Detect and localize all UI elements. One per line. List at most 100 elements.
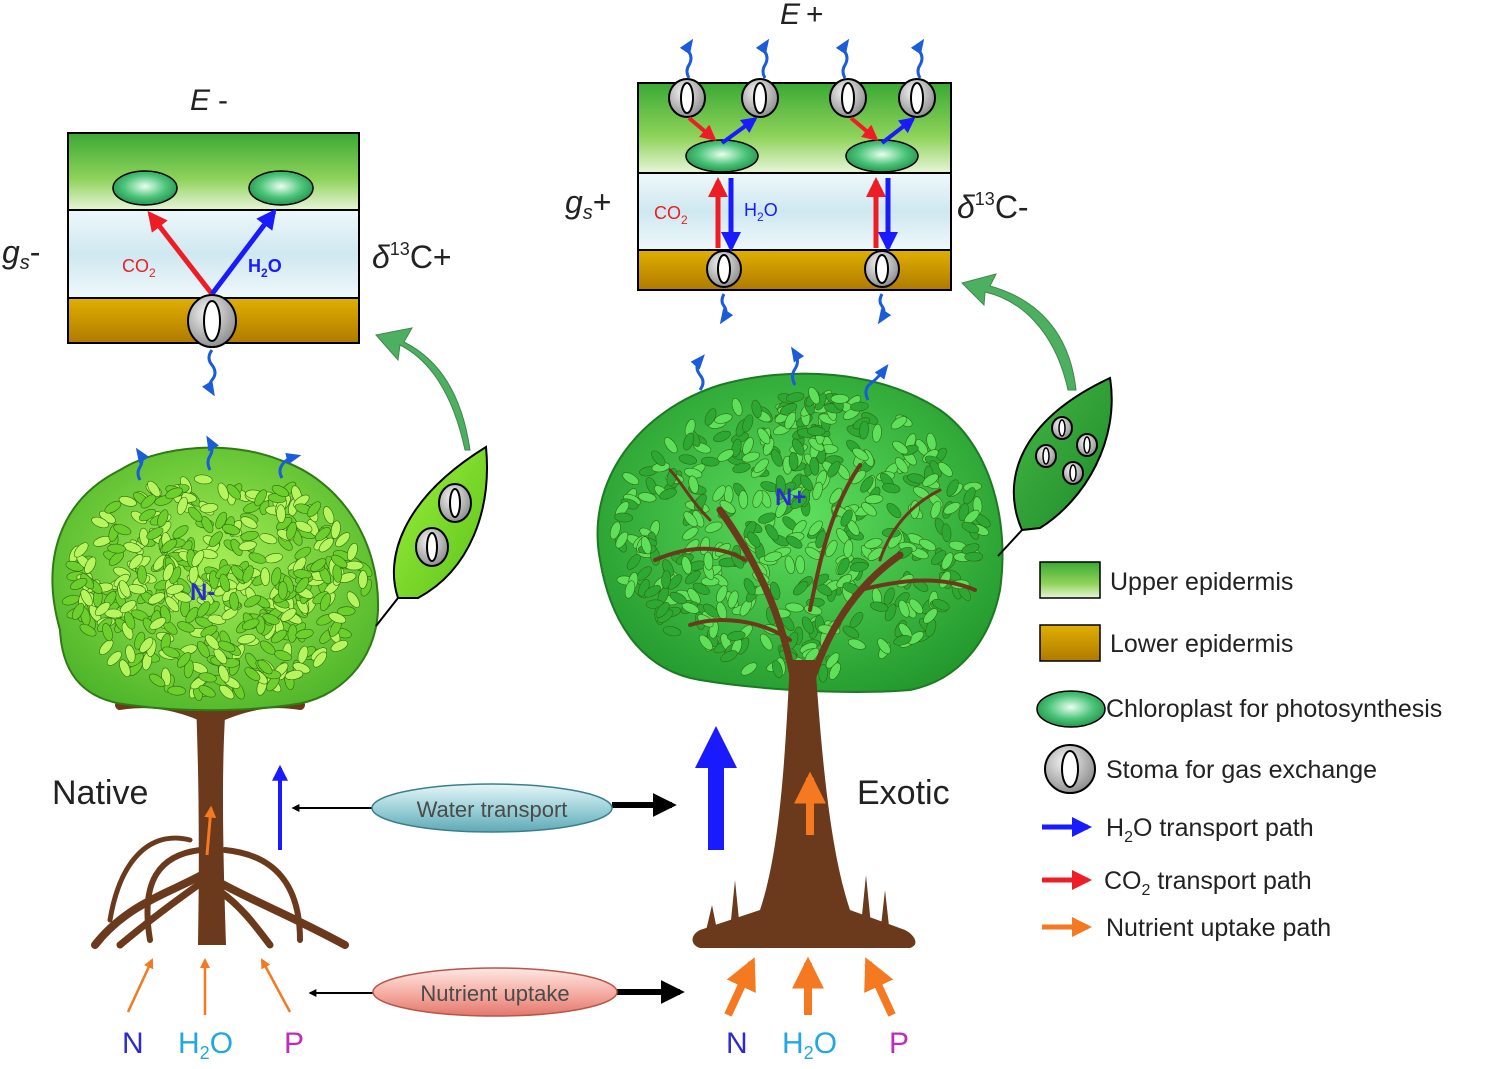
- leaf-shape: [786, 392, 805, 403]
- transpiration-wavy-arrow: [206, 435, 219, 471]
- leaf-shape: [713, 430, 731, 443]
- leaf-shape: [753, 458, 769, 473]
- leaf-section-exotic: [637, 38, 952, 325]
- leaf-shape: [271, 629, 287, 644]
- leaf-shape: [795, 555, 806, 575]
- leaf-shape: [271, 567, 282, 586]
- leaf-shape: [751, 399, 762, 419]
- leaf-shape: [261, 613, 280, 625]
- leaf-shape: [79, 623, 97, 637]
- leaf-shape: [624, 580, 636, 599]
- delta13c-label-native: δ13C+: [372, 239, 452, 275]
- transpiration-wavy-arrow: [877, 293, 892, 325]
- stoma-icon: [415, 527, 449, 567]
- leaf-shape: [219, 573, 230, 592]
- leaf-shape: [259, 640, 276, 655]
- leaf-shape: [667, 574, 683, 590]
- leaf-shape: [167, 685, 186, 696]
- leaf-shape: [908, 598, 924, 615]
- lower-epidermis-exotic: [637, 249, 952, 291]
- leaf-shape: [162, 646, 180, 659]
- native-input-n: N: [122, 1027, 144, 1060]
- leaf-shape: [614, 512, 633, 523]
- leaf-shape: [314, 527, 331, 542]
- leaf-shape: [172, 525, 189, 539]
- leaf-shape: [626, 554, 641, 570]
- leaf-shape: [198, 672, 217, 683]
- chloroplast-icon: [845, 139, 919, 173]
- leaf-shape: [731, 397, 743, 416]
- stoma-icon: [1035, 444, 1057, 468]
- leaf-shape: [229, 592, 239, 611]
- leaf-shape: [752, 489, 764, 508]
- leaf-shape: [307, 501, 321, 518]
- stoma-icon: [864, 250, 900, 288]
- leaf-shape: [330, 520, 341, 539]
- legend-stoma-label: Stoma for gas exchange: [1106, 756, 1377, 784]
- legend-upper-epidermis-label: Upper epidermis: [1110, 568, 1293, 596]
- leaf-shape: [850, 401, 869, 412]
- leaf-shape: [238, 540, 257, 551]
- leaf-shape: [704, 408, 717, 426]
- leaf-shape: [104, 500, 122, 514]
- leaf-shape: [344, 560, 364, 571]
- stoma-icon: [1062, 461, 1084, 485]
- stoma-icon: [1076, 433, 1098, 457]
- leaf-shape: [244, 595, 261, 608]
- chloroplast-icon: [112, 170, 178, 206]
- leaf-shape: [108, 551, 125, 566]
- exotic-trunk: [692, 660, 916, 948]
- leaf-shape: [137, 565, 147, 584]
- leaf-shape: [941, 523, 952, 543]
- leaf-shape: [119, 600, 137, 614]
- leaf-shape: [887, 533, 903, 549]
- legend-nutrient-path-label: Nutrient uptake path: [1106, 914, 1331, 942]
- leaf-shape: [712, 485, 726, 502]
- leaf-shape: [961, 521, 980, 534]
- leaf-shape: [827, 460, 841, 478]
- leaf-shape: [882, 483, 901, 494]
- leaf-shape: [870, 601, 889, 612]
- legend-lower-epidermis-label: Lower epidermis: [1110, 630, 1293, 658]
- water-transport-connector: [291, 783, 677, 833]
- leaf-shape: [716, 585, 728, 603]
- leaf-shape: [678, 454, 698, 465]
- leaf-shape: [830, 393, 850, 404]
- leaf-shape: [943, 502, 961, 515]
- co2-path-arrow: [849, 116, 879, 142]
- leaf-shape: [806, 426, 826, 437]
- leaf-shape: [872, 423, 882, 443]
- legend-chloroplast-icon: [1036, 690, 1106, 728]
- leaf-shape: [94, 601, 111, 617]
- leaf-shape: [242, 565, 254, 583]
- exotic-input-h2o: H2O: [782, 1027, 837, 1063]
- delta13c-label-exotic: δ13C-: [957, 189, 1029, 225]
- leaf-shape: [698, 634, 713, 651]
- leaf-shape: [323, 506, 335, 524]
- leaf-shape: [681, 556, 692, 575]
- leaf-shape: [738, 490, 749, 509]
- stoma-icon: [187, 294, 237, 348]
- leaf-shape: [70, 578, 88, 590]
- h2o-label-native: H2O: [248, 256, 282, 280]
- stoma-icon: [829, 78, 867, 118]
- transpiration-label-native: E-: [190, 84, 228, 117]
- leaf-shape: [818, 663, 829, 683]
- leaf-shape: [336, 606, 356, 617]
- native-tree: [51, 327, 488, 949]
- transpiration-wavy-arrow: [135, 447, 150, 481]
- leaf-shape: [259, 533, 278, 545]
- leaf-shape: [800, 474, 814, 492]
- leaf-shape: [330, 640, 349, 652]
- leaf-shape: [609, 521, 621, 540]
- leaf-shape: [237, 634, 256, 645]
- leaf-shape: [240, 530, 259, 541]
- legend-upper-epidermis-swatch: [1039, 561, 1101, 599]
- leaf-shape: [886, 503, 902, 518]
- exotic-input-n: N: [726, 1027, 748, 1060]
- leaf-shape: [644, 585, 661, 598]
- leaf-shape: [293, 569, 312, 580]
- legend-chloroplast-label: Chloroplast for photosynthesis: [1106, 695, 1442, 723]
- legend-lower-epidermis-swatch: [1039, 624, 1101, 662]
